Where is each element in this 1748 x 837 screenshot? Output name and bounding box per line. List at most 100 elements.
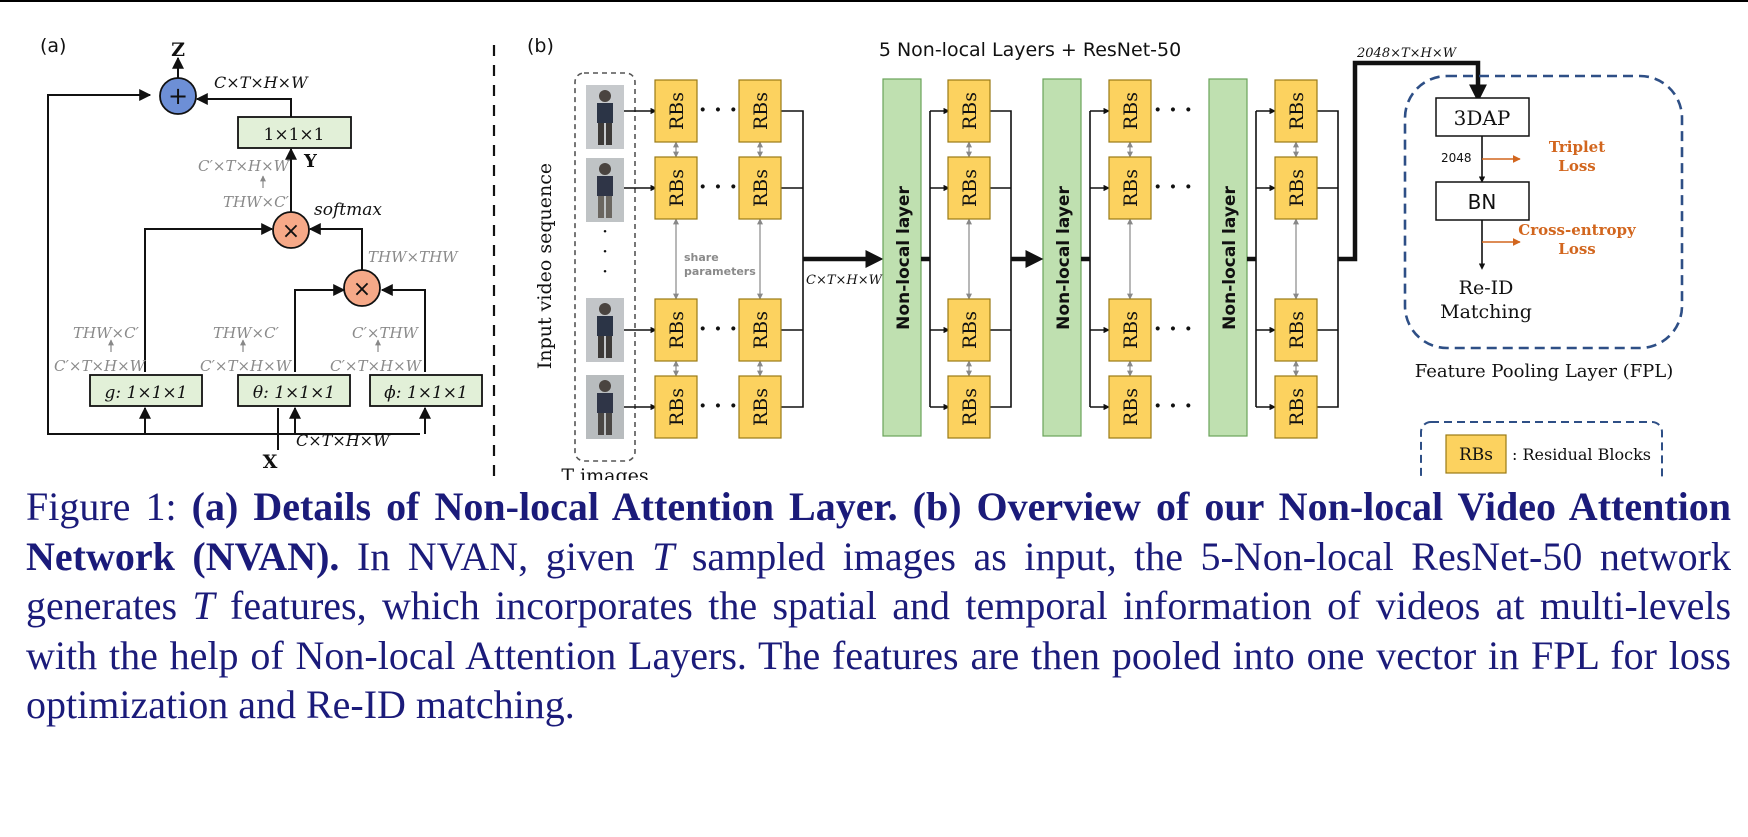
theta-conv-box xyxy=(237,374,351,407)
rb-block: RBs xyxy=(654,298,698,362)
thw-c-shape-label: THW×C′ xyxy=(223,193,290,211)
softmax-label: softmax xyxy=(314,200,382,220)
rb-block: RBs xyxy=(1108,79,1152,143)
caption-lead: Figure 1: xyxy=(26,484,192,529)
panel-a xyxy=(47,56,431,450)
theta-reshape-label: THW×C′ xyxy=(213,324,280,342)
add-op-symbol: + xyxy=(168,82,188,110)
bn-box xyxy=(1435,181,1530,221)
input-frame-2 xyxy=(586,158,624,222)
legend-box xyxy=(1420,421,1663,480)
matmul-op-1-symbol: × xyxy=(353,277,371,302)
rb-block-label: RBs xyxy=(750,311,772,349)
rb-block-label: RBs xyxy=(1120,388,1142,426)
caption-part-2: sampled images as input, the 5-Non-local… xyxy=(26,533,1731,629)
nonlocal-layer-1 xyxy=(882,78,922,437)
rb-blocks: RBsRBsRBsRBsRBsRBsRBsRBsRBsRBsRBsRBsRBsR… xyxy=(654,79,1318,439)
rb-block-label: RBs xyxy=(666,92,688,130)
rb-block: RBs xyxy=(1274,375,1318,439)
rb-block: RBs xyxy=(738,79,782,143)
matmul-op-1 xyxy=(343,269,381,307)
split-connectors-3 xyxy=(1247,107,1339,411)
rb-block-label: RBs xyxy=(1120,311,1142,349)
phi-reshape-label: C′×THW xyxy=(352,324,420,342)
feature-dim-label: 2048 xyxy=(1441,151,1472,165)
rb-block: RBs xyxy=(1274,79,1318,143)
phi-conv-box xyxy=(369,374,483,407)
fpl-label: Feature Pooling Layer (FPL) xyxy=(1415,361,1674,382)
nonlocal-layer-3-label: Non-local layer xyxy=(1220,186,1240,330)
panel-a-label: (a) xyxy=(40,35,66,57)
rb-block-label: RBs xyxy=(959,92,981,130)
bottom-shape-label: C×T×H×W xyxy=(296,431,391,450)
reid-label-1: Re-ID xyxy=(1459,277,1514,299)
svg-text:· · ·: · · · xyxy=(699,174,737,200)
matmul-op-2-symbol: × xyxy=(282,219,300,244)
rb-block: RBs xyxy=(947,79,991,143)
g-conv-label: g: 1×1×1 xyxy=(105,383,188,403)
mid-shape-label: C×T×H×W xyxy=(806,273,884,288)
ce-label-2: Loss xyxy=(1558,240,1595,258)
top-shape-label: C×T×H×W xyxy=(214,73,309,92)
split-connectors-1 xyxy=(921,107,1012,411)
svg-text:· · ·: · · · xyxy=(1154,316,1192,342)
rb-block-label: RBs xyxy=(666,311,688,349)
rb-block-label: RBs xyxy=(1120,169,1142,207)
rb-block: RBs xyxy=(947,375,991,439)
input-ellipsis-2: · xyxy=(602,239,608,263)
rb-block-label: RBs xyxy=(959,311,981,349)
figure-caption: Figure 1: (a) Details of Non-local Atten… xyxy=(26,482,1731,730)
input-sequence-label: Input video sequence xyxy=(534,163,556,369)
legend-rb-label: RBs xyxy=(1459,445,1493,465)
fpl-container xyxy=(1403,74,1684,350)
svg-text:· · ·: · · · xyxy=(699,316,737,342)
theta-shape-label: C′×T×H×W xyxy=(200,357,293,375)
c-prime-shape-label: C′×T×H×W xyxy=(198,157,291,175)
rb-block-label: RBs xyxy=(1286,92,1308,130)
matmul-op-2 xyxy=(272,211,310,249)
rb-block: RBs xyxy=(738,298,782,362)
ce-label-1: Cross-entropy xyxy=(1518,221,1637,239)
phi-shape-label: C′×T×H×W xyxy=(330,357,423,375)
rb-block: RBs xyxy=(654,79,698,143)
rb-block: RBs xyxy=(1108,298,1152,362)
rb-dots-group-3: · · · · · · · · · · · · xyxy=(1154,97,1192,419)
panel-b-title: 5 Non-local Layers + ResNet-50 xyxy=(879,39,1181,61)
caption-t-2: T xyxy=(192,583,215,628)
rb-block: RBs xyxy=(1274,156,1318,220)
svg-text:· · ·: · · · xyxy=(699,97,737,123)
rb-block: RBs xyxy=(654,375,698,439)
rb-block-label: RBs xyxy=(750,388,772,426)
rb-block-label: RBs xyxy=(959,169,981,207)
nonlocal-layer-1-label: Non-local layer xyxy=(894,186,914,330)
theta-conv-label: θ: 1×1×1 xyxy=(253,383,335,403)
share-label-line2: parameters xyxy=(684,265,756,278)
reid-label-2: Matching xyxy=(1440,301,1532,323)
caption-part-3: features, which incorporates the spatial… xyxy=(26,583,1732,727)
rb-block: RBs xyxy=(947,156,991,220)
dap-label: 3DAP xyxy=(1454,106,1511,130)
g-reshape-label: THW×C′ xyxy=(73,324,140,342)
rb-block-label: RBs xyxy=(750,169,772,207)
share-label-line1: share xyxy=(684,251,719,264)
rb-block-label: RBs xyxy=(1120,92,1142,130)
rb-block-label: RBs xyxy=(1286,388,1308,426)
g-shape-label: C′×T×H×W xyxy=(54,357,147,375)
frame-to-rb-arrows xyxy=(624,107,657,411)
rb-block-label: RBs xyxy=(750,92,772,130)
rb-block: RBs xyxy=(1108,156,1152,220)
nonlocal-layer-2 xyxy=(1042,78,1082,437)
rb-block-label: RBs xyxy=(1286,311,1308,349)
bn-label: BN xyxy=(1468,190,1497,214)
rb-block: RBs xyxy=(738,375,782,439)
input-frame-1 xyxy=(586,85,624,149)
input-frames-container xyxy=(574,72,636,462)
caption-bold: (a) Details of Non-local Attention Layer… xyxy=(26,484,1732,579)
rb-block: RBs xyxy=(947,298,991,362)
panel-a-grey-arrows xyxy=(108,175,381,352)
rb-block: RBs xyxy=(1108,375,1152,439)
triplet-label-2: Loss xyxy=(1558,157,1595,175)
dap-box xyxy=(1435,97,1530,137)
out-shape-label: 2048×T×H×W xyxy=(1356,46,1458,61)
rb-block: RBs xyxy=(738,156,782,220)
